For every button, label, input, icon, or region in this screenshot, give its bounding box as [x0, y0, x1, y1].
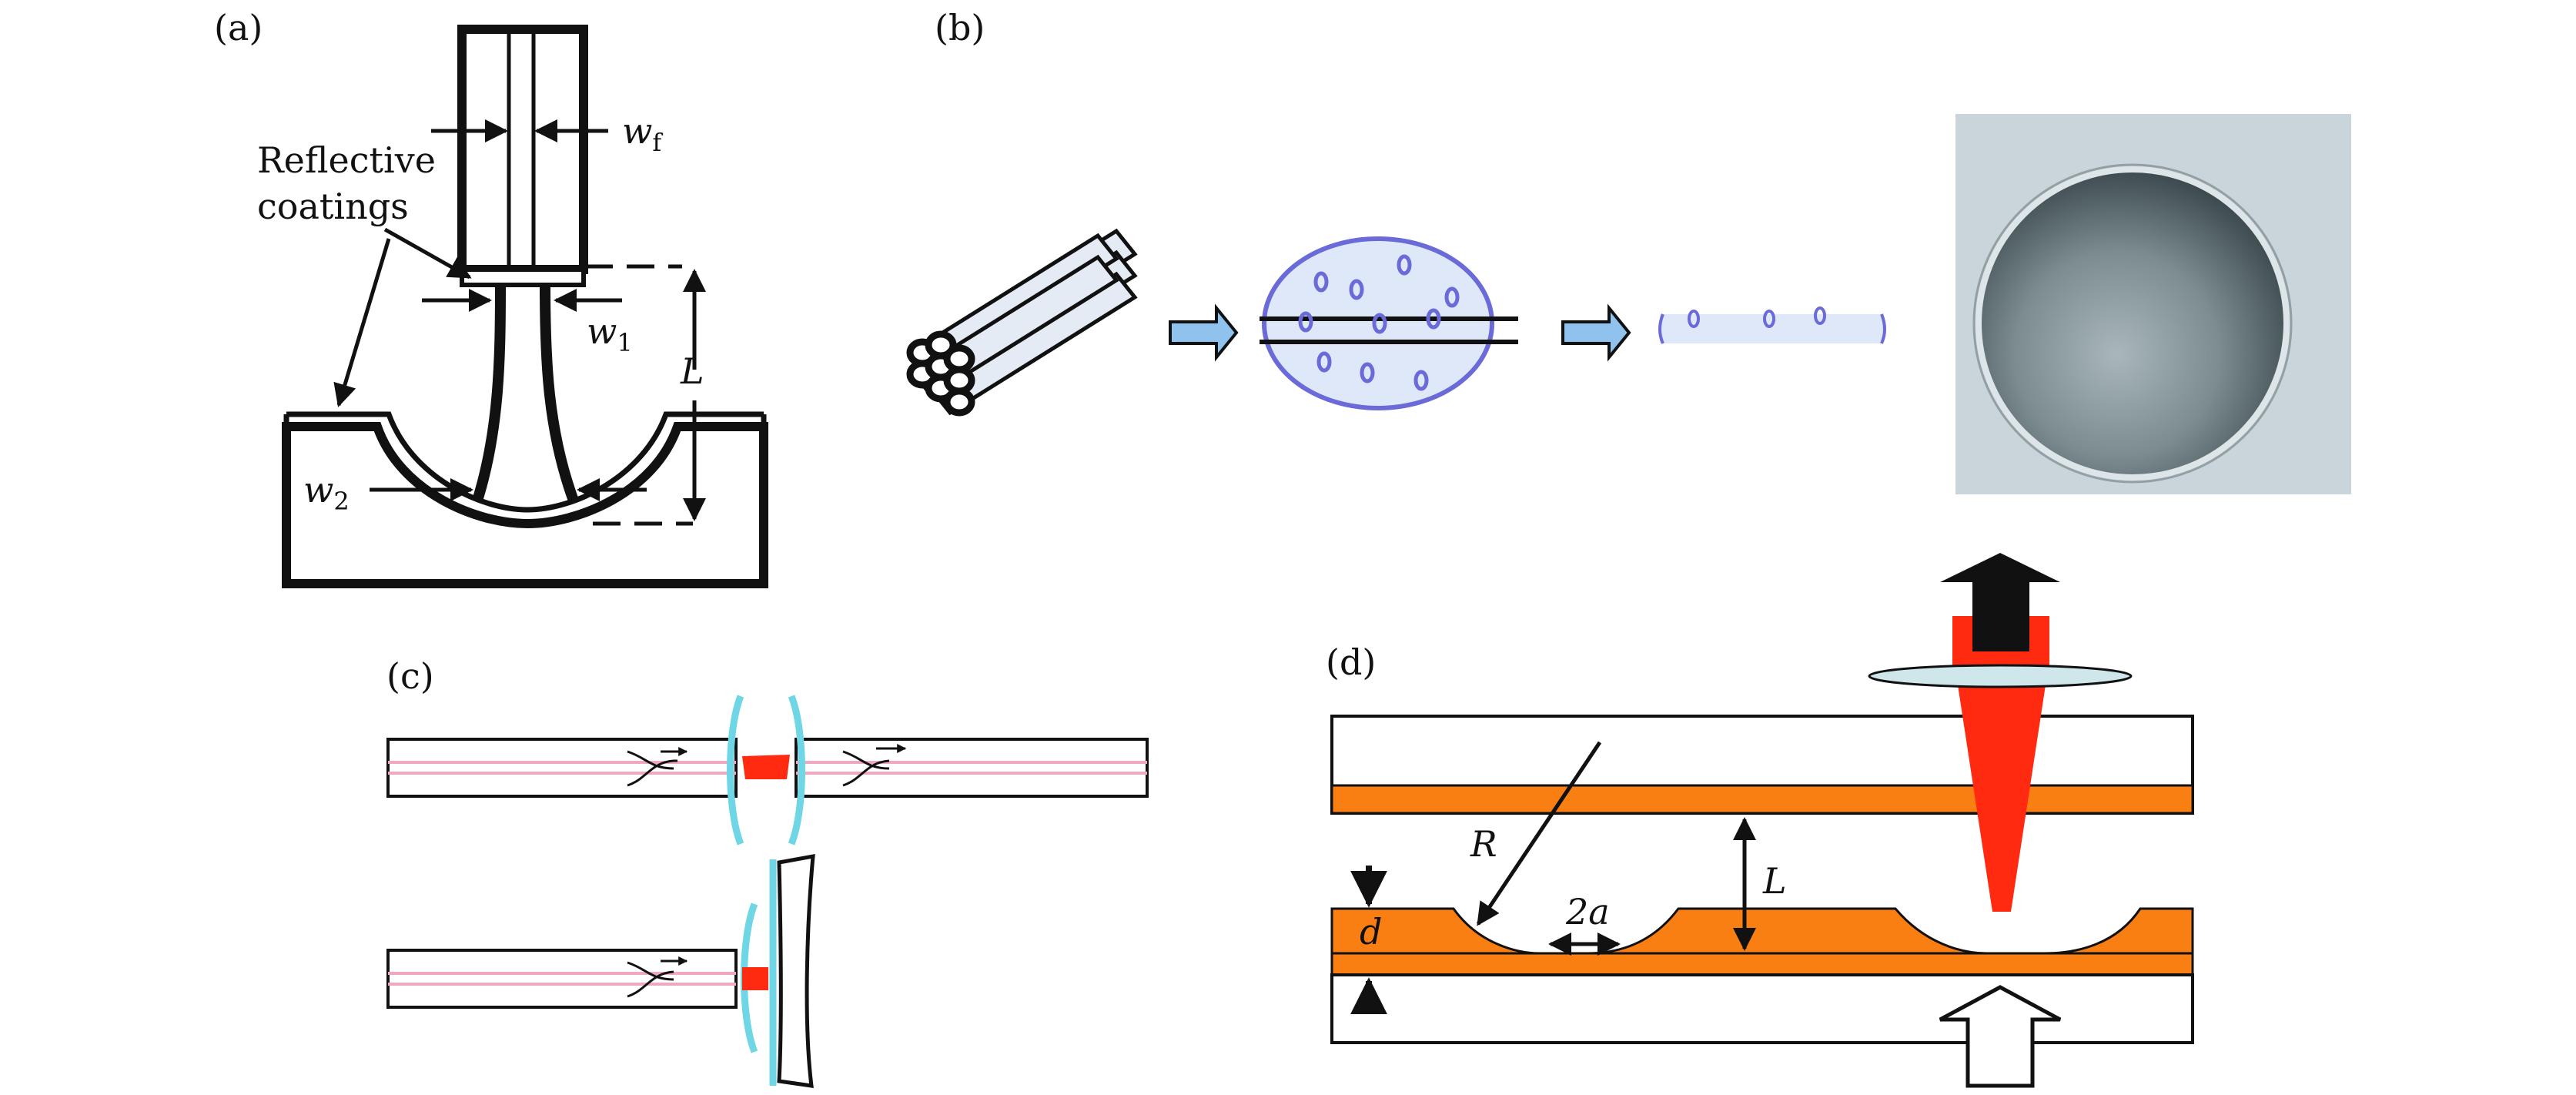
process-arrow-2	[1561, 303, 1631, 362]
d-label: d	[1360, 911, 1382, 953]
top-mirror	[1330, 715, 2194, 815]
w2-label: w2	[303, 469, 350, 516]
panel-a-label: (a)	[214, 7, 263, 49]
panel-a: (a) wf Reflective coatings w1	[214, 7, 768, 588]
w1-label: w1	[587, 310, 633, 357]
ablation-laser	[1868, 553, 2133, 912]
panel-c: (c)	[386, 655, 1149, 1088]
L-label-d: L	[1762, 860, 1787, 902]
mirror-photo	[1955, 114, 2351, 494]
fiber-fiber-cavity	[386, 695, 1149, 846]
fiber-ferrule	[457, 25, 588, 287]
coating-pointer-top	[383, 227, 472, 280]
process-arrow-1	[1169, 303, 1239, 362]
panel-d-label: (d)	[1326, 641, 1376, 683]
panel-c-label: (c)	[386, 655, 434, 697]
panel-d: (d) R 2a L d	[1326, 553, 2194, 1088]
panel-b: (b)	[906, 7, 2351, 494]
bottom-substrate	[1330, 907, 2194, 1044]
R-label: R	[1470, 823, 1497, 865]
concave-substrate	[282, 411, 768, 588]
2a-label: 2a	[1565, 891, 1610, 933]
wf-dimension: wf	[431, 110, 663, 157]
w2-dimension: w2	[303, 469, 647, 516]
fiber-plane-mirror-cavity	[386, 853, 815, 1088]
w1-dimension: w1	[422, 289, 633, 357]
L-label-a: L	[680, 350, 704, 392]
drawn-fiber-section	[1658, 306, 1886, 344]
beam-profile	[472, 286, 579, 503]
cavity-length-dimension: L	[585, 264, 706, 526]
reflective-label-line2: coatings	[257, 186, 409, 227]
fused-preform	[1260, 236, 1518, 410]
fiber-bundle	[906, 228, 1138, 417]
coating-pointer-bottom	[333, 238, 391, 407]
illumination-arrow	[1939, 985, 2062, 1088]
wf-label: wf	[622, 110, 663, 157]
panel-b-label: (b)	[935, 7, 985, 49]
radius-arrow	[1476, 741, 1602, 926]
reflective-label-line1: Reflective	[257, 139, 436, 181]
